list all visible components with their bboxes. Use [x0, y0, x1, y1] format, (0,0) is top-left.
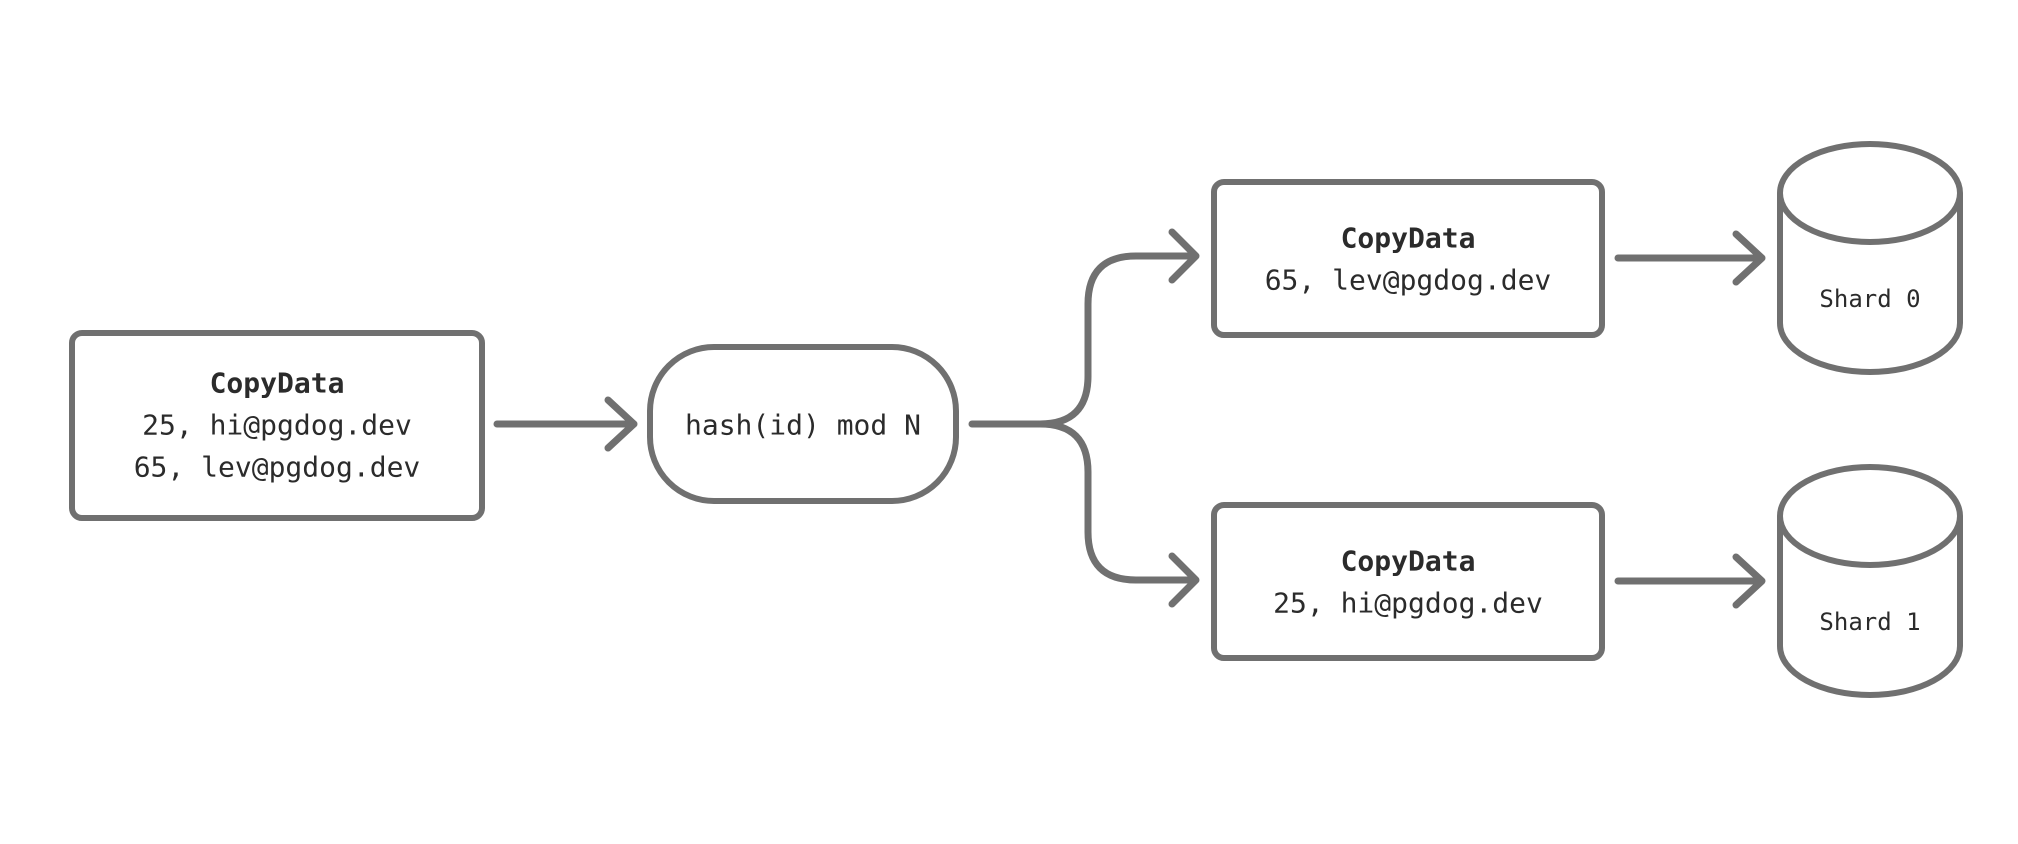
fork-connector	[968, 228, 1200, 608]
arrow-output-1-to-shard-1	[1614, 553, 1766, 609]
source-copydata-box: CopyData 25, hi@pgdog.dev 65, lev@pgdog.…	[69, 330, 485, 521]
shard-1-database-icon: Shard 1	[1777, 464, 1963, 698]
output-1-line: 25, hi@pgdog.dev	[1273, 587, 1543, 620]
output-1-title: CopyData	[1341, 545, 1476, 578]
output-copydata-box-0: CopyData 65, lev@pgdog.dev	[1211, 179, 1605, 338]
arrow-source-to-router	[493, 396, 638, 452]
output-copydata-box-1: CopyData 25, hi@pgdog.dev	[1211, 502, 1605, 661]
arrow-output-0-to-shard-0	[1614, 230, 1766, 286]
shard-1-label: Shard 1	[1819, 608, 1920, 636]
output-0-title: CopyData	[1341, 222, 1476, 255]
source-title: CopyData	[210, 367, 345, 400]
shard-0-database-icon: Shard 0	[1777, 141, 1963, 375]
router-label: hash(id) mod N	[685, 409, 921, 442]
source-line-1: 25, hi@pgdog.dev	[142, 409, 412, 442]
output-0-line: 65, lev@pgdog.dev	[1265, 264, 1552, 297]
source-line-2: 65, lev@pgdog.dev	[134, 451, 421, 484]
shard-0-label: Shard 0	[1819, 285, 1920, 313]
hash-router-node: hash(id) mod N	[647, 344, 959, 504]
